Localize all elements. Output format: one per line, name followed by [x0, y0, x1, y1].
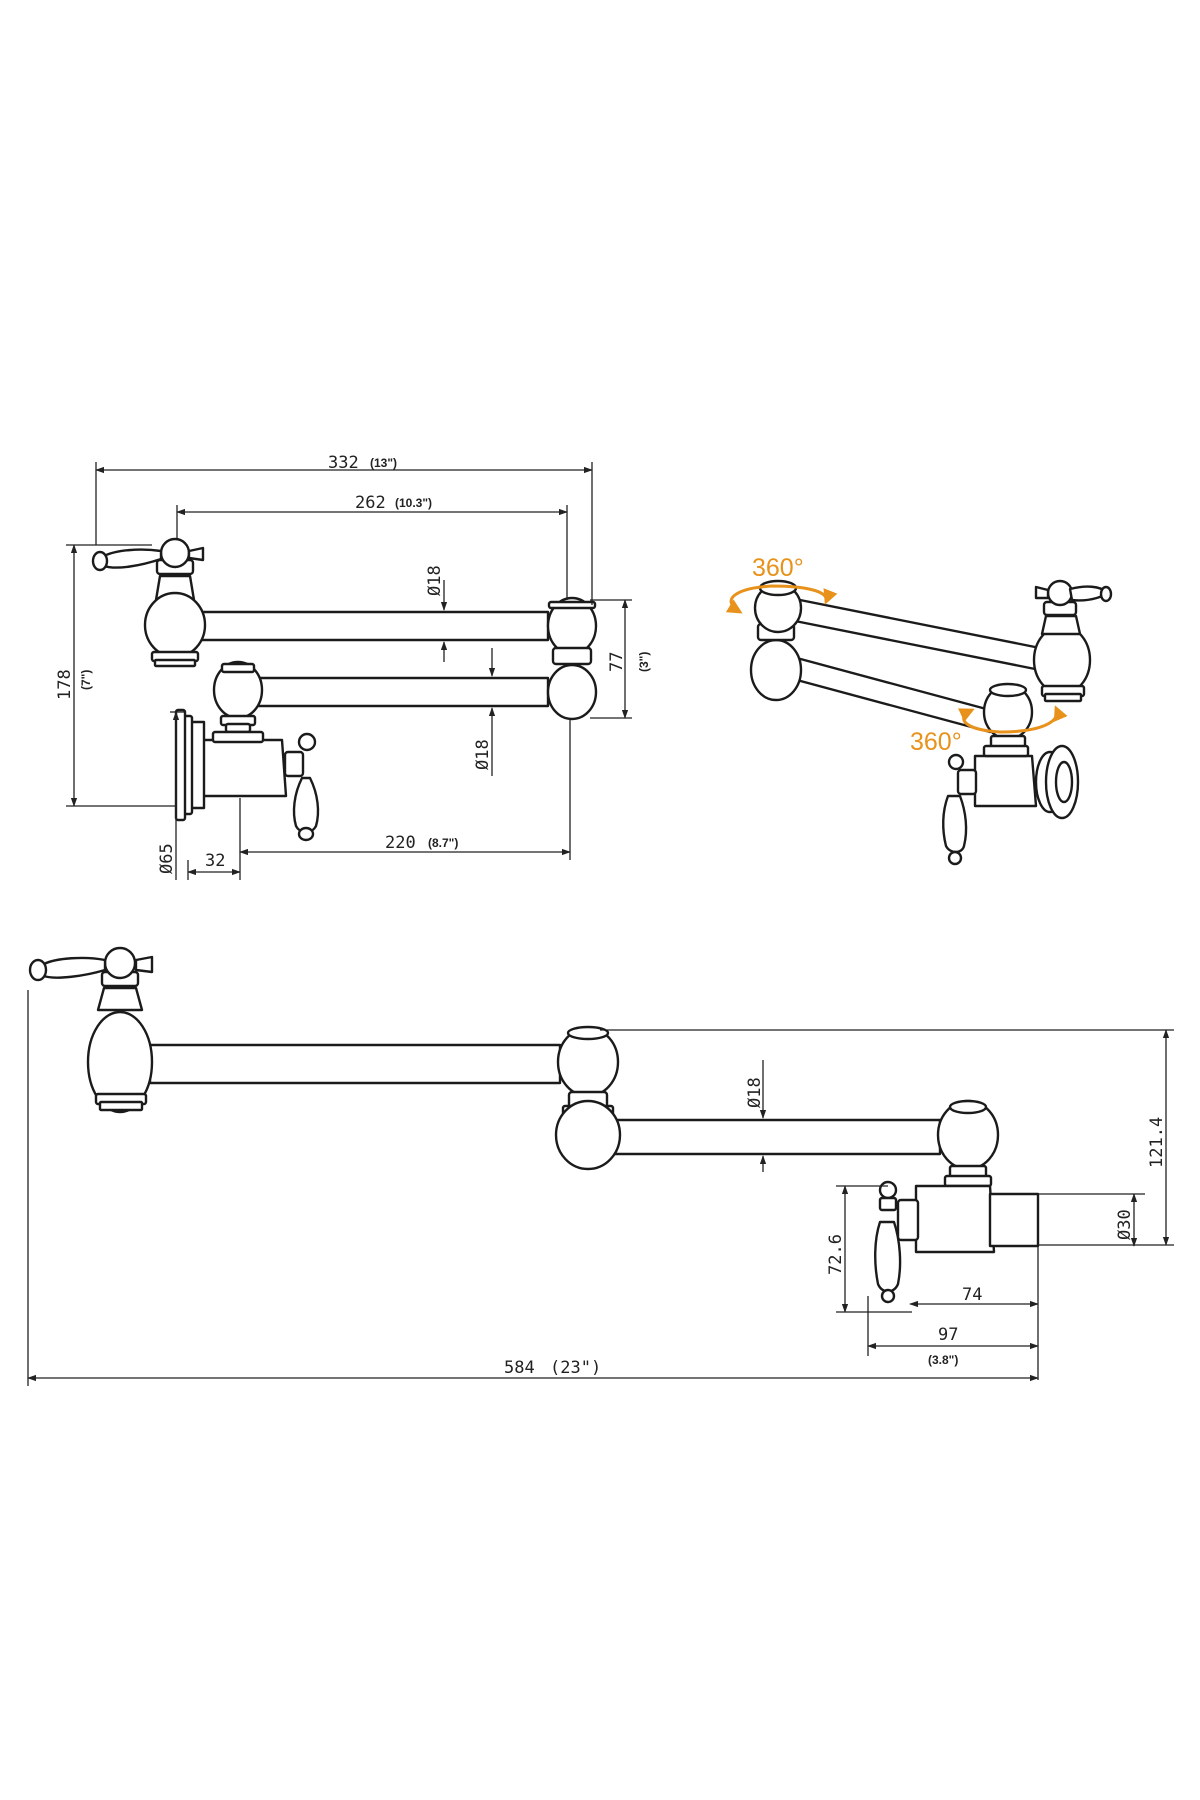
lower-arm-length-value: 220 [385, 833, 416, 853]
upper-pipe-diameter: Ø18 [425, 565, 445, 596]
lower-arm-pipe [253, 676, 550, 708]
rotation-label-top: 360° [752, 554, 804, 582]
extended-middle-knuckles [554, 1025, 622, 1171]
total-length-inch: (23") [550, 1358, 601, 1378]
extended-view: Ø18 121.4 Ø30 72.6 74 97 (3.8") 584 (23"… [27, 946, 1174, 1386]
upper-arm-pipe [194, 610, 550, 642]
overall-length-value: 332 [328, 453, 359, 473]
arm-length-inch: (10.3") [395, 496, 432, 510]
extended-pipe-diameter: Ø18 [745, 1077, 765, 1108]
wall-offset-value: 32 [205, 851, 225, 871]
extended-handle-assembly [28, 946, 154, 1114]
overall-length-inch: (13") [370, 456, 397, 470]
rotation-label-bottom: 360° [910, 728, 962, 756]
front-view: 332 (13") 262 (10.3") Ø18 Ø18 178 (7") 7… [55, 453, 651, 880]
valve-height-value: 72.6 [826, 1234, 846, 1275]
inlet-diameter-value: Ø30 [1115, 1209, 1135, 1240]
total-height-value: 178 [55, 669, 75, 700]
extended-lower-pipe [608, 1118, 942, 1156]
valve-projection-inch: (3.8") [928, 1353, 958, 1367]
lower-arm-length-inch: (8.7") [428, 836, 458, 850]
perspective-handle-assembly [1032, 579, 1113, 703]
valve-projection-value: 97 [938, 1325, 958, 1345]
perspective-valve-assembly [942, 682, 1080, 866]
total-height-inch: (7") [79, 670, 93, 690]
outlet-height-value: 121.4 [1147, 1117, 1167, 1168]
top-handle-assembly [91, 537, 207, 668]
perspective-view: 360° 360° [725, 554, 1113, 866]
total-length-value: 584 [504, 1358, 535, 1378]
arm-length-value: 262 [355, 493, 386, 513]
arm-spacing-value: 77 [607, 652, 627, 672]
wall-valve-assembly [174, 660, 320, 842]
extended-valve-assembly [874, 1099, 1040, 1304]
valve-depth-value: 74 [962, 1285, 982, 1305]
flange-diameter: Ø65 [157, 843, 177, 874]
right-knuckle-joints [546, 596, 598, 721]
extended-upper-pipe [148, 1043, 562, 1085]
lower-pipe-diameter: Ø18 [473, 739, 493, 770]
arm-spacing-inch: (3") [637, 652, 651, 672]
